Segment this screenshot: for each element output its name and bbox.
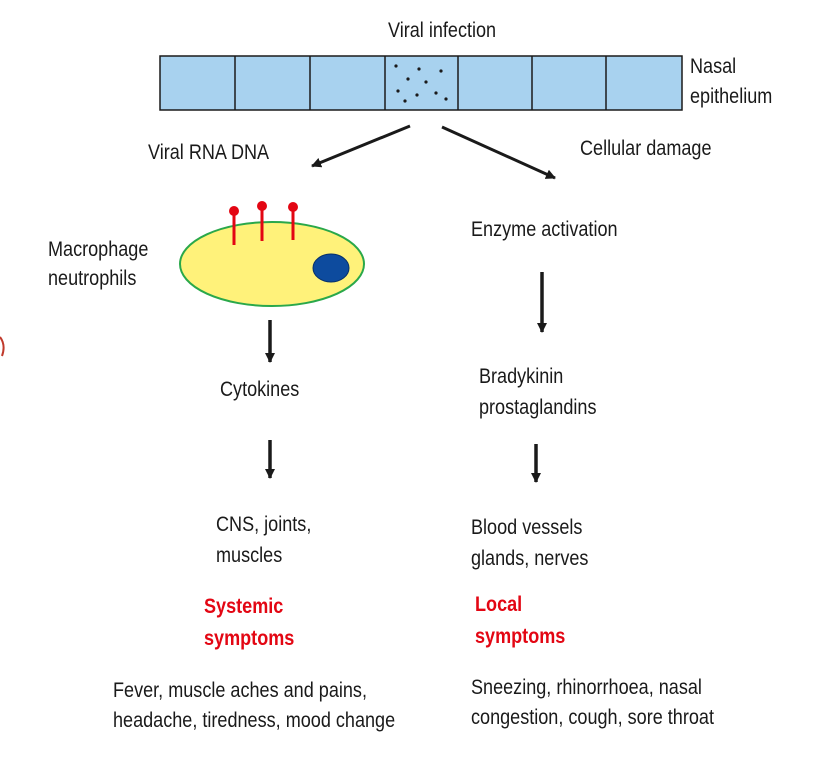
systemic-symptoms-line-1: Fever, muscle aches and pains, — [113, 679, 367, 702]
nasal-epithelium-strip — [159, 55, 683, 111]
label-neutrophils: neutrophils — [48, 267, 137, 290]
label-cellular-damage: Cellular damage — [580, 137, 712, 160]
receptors — [229, 201, 298, 245]
label-cytokines: Cytokines — [220, 378, 300, 401]
label-nasal: Nasal — [690, 55, 737, 78]
macrophage-cell — [179, 201, 365, 307]
label-cns-joints: CNS, joints, — [216, 513, 312, 536]
local-symptoms-line-1: Sneezing, rhinorrhoea, nasal — [471, 676, 702, 699]
label-epithelium: epithelium — [690, 85, 773, 108]
local-symptoms-line-2: congestion, cough, sore throat — [471, 706, 714, 729]
label-macrophage: Macrophage — [48, 238, 149, 261]
label-local: Local — [475, 593, 523, 616]
label-viral-rna-dna: Viral RNA DNA — [148, 141, 270, 164]
arrow-to-cellular-damage — [441, 125, 556, 180]
label-bradykinin: Bradykinin — [479, 365, 564, 388]
title-viral-infection: Viral infection — [388, 19, 497, 42]
systemic-symptoms-line-2: headache, tiredness, mood change — [113, 709, 396, 732]
label-muscles: muscles — [216, 544, 283, 567]
arrow-to-viral-rna-dna — [311, 124, 411, 168]
label-enzyme-activation: Enzyme activation — [471, 218, 618, 241]
label-systemic-symptoms: symptoms — [204, 627, 295, 650]
cell-nucleus — [312, 253, 350, 283]
edge-mark — [0, 336, 5, 357]
label-local-symptoms: symptoms — [475, 625, 566, 648]
label-blood-vessels: Blood vessels — [471, 516, 583, 539]
label-systemic: Systemic — [204, 595, 284, 618]
virus-particles — [394, 64, 448, 103]
label-glands-nerves: glands, nerves — [471, 547, 589, 570]
label-prostaglandins: prostaglandins — [479, 396, 597, 419]
